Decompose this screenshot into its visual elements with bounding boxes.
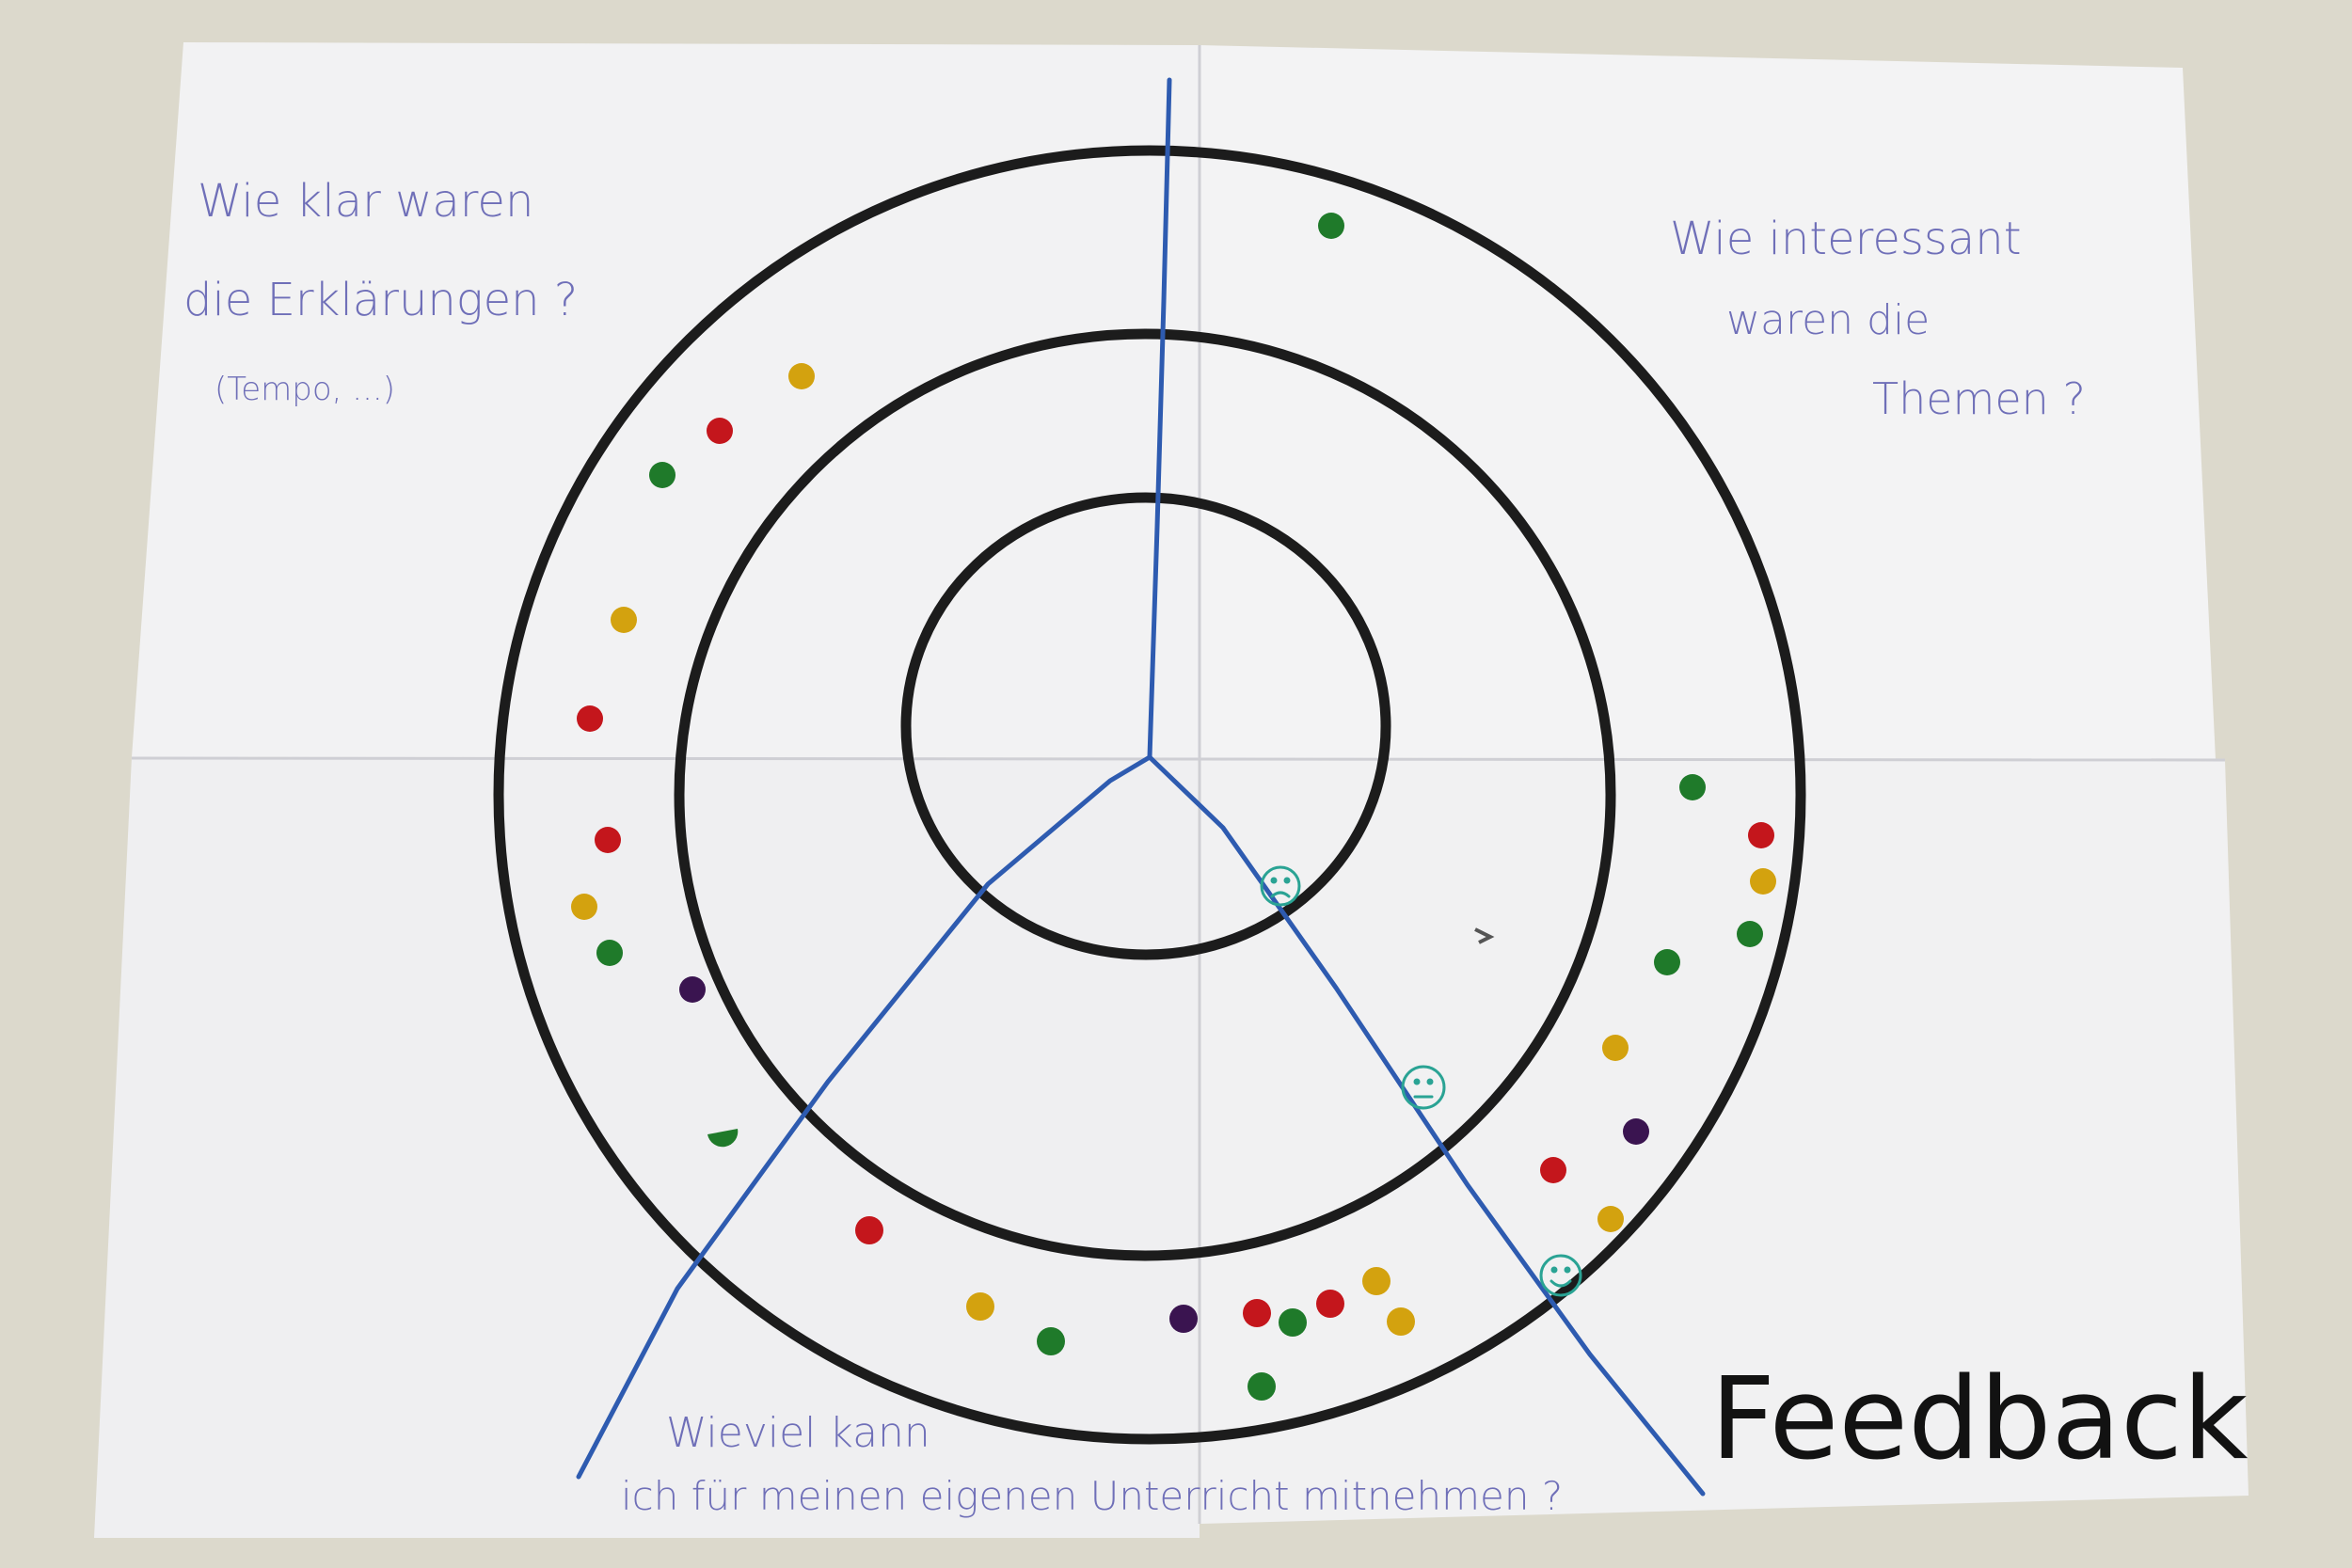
target-rings bbox=[493, 145, 1806, 1445]
question-tl-line3: (Tempo, ...) bbox=[215, 371, 395, 408]
dot-green bbox=[1279, 1308, 1307, 1337]
question-tl-line2: die Erklärungen ? bbox=[183, 274, 578, 326]
dot-yellow bbox=[1750, 868, 1776, 895]
dot-green bbox=[1318, 213, 1344, 239]
dot-red bbox=[595, 827, 621, 853]
dot-purple bbox=[1169, 1305, 1198, 1333]
dot-red bbox=[1243, 1299, 1271, 1327]
dot-red bbox=[707, 418, 733, 444]
dot-green bbox=[1679, 774, 1706, 800]
dot-red bbox=[1316, 1290, 1344, 1318]
dot-green bbox=[1037, 1327, 1065, 1355]
dot-yellow bbox=[966, 1292, 994, 1321]
question-tr-line1: Wie interessant bbox=[1670, 213, 2022, 265]
dot-green bbox=[1654, 949, 1680, 975]
pencil-mark bbox=[1474, 927, 1495, 944]
question-tr-line3: Themen ? bbox=[1872, 373, 2086, 424]
question-bottom: Wieviel kann ich für meinen eigenen Unte… bbox=[621, 1409, 1563, 1519]
dot-yellow bbox=[1597, 1206, 1624, 1232]
dot-yellow bbox=[611, 607, 637, 633]
dot-red bbox=[855, 1216, 883, 1244]
dot-yellow bbox=[1602, 1035, 1629, 1061]
sheet-seam-horizontal bbox=[131, 756, 2226, 762]
smileys bbox=[1260, 865, 1582, 1297]
dot-red bbox=[1748, 822, 1774, 848]
poster-title: Feedback bbox=[1710, 1354, 2249, 1485]
happy-face-icon bbox=[1539, 1254, 1582, 1297]
sticker-dots bbox=[571, 213, 1776, 1401]
dot-green bbox=[1737, 921, 1763, 947]
question-b-line1: Wieviel kann bbox=[666, 1409, 930, 1457]
sad-face-icon bbox=[1260, 865, 1301, 907]
dot-yellow bbox=[1362, 1267, 1391, 1295]
dot-green bbox=[649, 462, 675, 488]
dot-green-partial bbox=[707, 1129, 739, 1148]
dot-yellow bbox=[788, 363, 815, 389]
question-top-right: Wie interessant waren die Themen ? bbox=[1670, 213, 2086, 424]
question-tl-line1: Wie klar waren bbox=[198, 175, 533, 228]
dot-red bbox=[1540, 1157, 1566, 1183]
outer-ring bbox=[493, 145, 1806, 1445]
divider-line-top bbox=[1147, 77, 1172, 760]
paper-sheet-top-left bbox=[132, 42, 1200, 760]
question-top-left: Wie klar waren die Erklärungen ? (Tempo,… bbox=[183, 175, 578, 408]
dot-red bbox=[577, 705, 603, 732]
divider-line-bottom-left bbox=[576, 754, 1152, 1480]
dot-green bbox=[1248, 1372, 1276, 1401]
neutral-face-icon bbox=[1401, 1065, 1446, 1110]
inner-ring bbox=[900, 492, 1391, 960]
dot-green bbox=[596, 940, 623, 966]
dot-purple bbox=[1623, 1118, 1649, 1145]
paper-sheet-bottom-left bbox=[94, 757, 1200, 1538]
dot-purple bbox=[679, 976, 706, 1003]
middle-ring bbox=[674, 328, 1616, 1261]
dot-yellow bbox=[1387, 1307, 1415, 1336]
question-b-line2: ich für meinen eigenen Unterricht mitneh… bbox=[621, 1473, 1563, 1519]
dot-yellow bbox=[571, 894, 597, 920]
paper-sheet-bottom-right bbox=[1200, 760, 2249, 1524]
question-tr-line2: waren die bbox=[1726, 296, 1930, 344]
